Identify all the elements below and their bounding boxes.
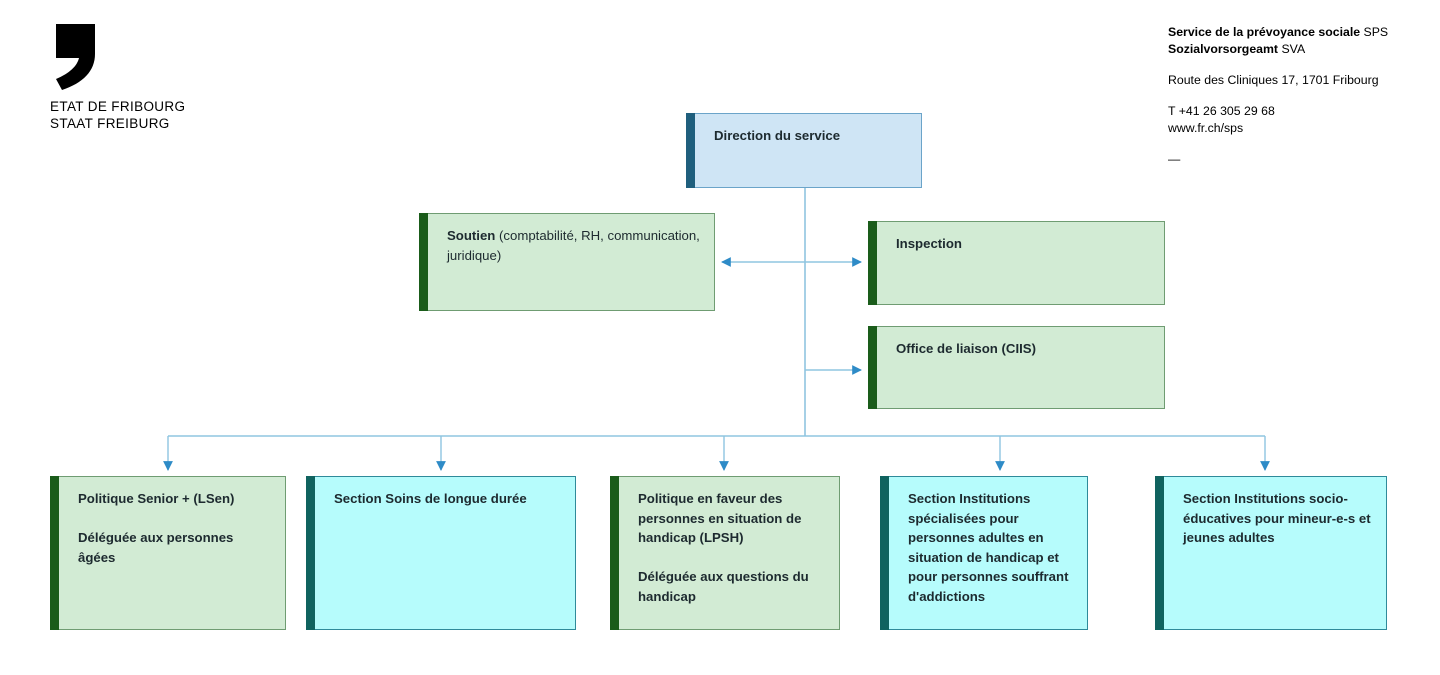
node-body (50, 476, 286, 630)
logo-line-de: STAAT FREIBURG (50, 115, 170, 131)
node-accent-bar (306, 476, 315, 630)
node-accent-bar (686, 113, 695, 188)
node-body (868, 221, 1165, 305)
node-accent-bar (868, 326, 877, 409)
service-address-group: Route des Cliniques 17, 1701 Fribourg (1168, 72, 1428, 89)
node-label: Politique Senior + (LSen) Déléguée aux p… (78, 491, 235, 565)
node-label: Soutien (comptabilité, RH, communication… (447, 226, 703, 265)
node-section-soins-longue-duree[interactable]: Section Soins de longue durée (306, 476, 576, 630)
service-contact-group: T +41 26 305 29 68 www.fr.ch/sps (1168, 103, 1428, 137)
service-name-fr-abbr: SPS (1360, 25, 1389, 39)
service-names: Service de la prévoyance sociale SPS Soz… (1168, 24, 1428, 58)
logo-line-fr: ETAT DE FRIBOURG (50, 99, 186, 114)
node-politique-senior[interactable]: Politique Senior + (LSen) Déléguée aux p… (50, 476, 286, 630)
node-body (868, 326, 1165, 409)
service-name-de-bold: Sozialvorsorgeamt (1168, 42, 1279, 56)
node-soutien[interactable]: Soutien (comptabilité, RH, communication… (419, 213, 715, 311)
node-label: Politique en faveur des personnes en sit… (638, 491, 809, 604)
node-accent-bar (880, 476, 889, 630)
node-institutions-specialisees[interactable]: Section Institutions spécialisées pour p… (880, 476, 1088, 630)
node-label: Section Institutions spécialisées pour p… (908, 491, 1069, 604)
node-body (880, 476, 1088, 630)
node-label: Section Soins de longue durée (334, 491, 527, 506)
node-body (419, 213, 715, 311)
node-accent-bar (1155, 476, 1164, 630)
node-accent-bar (868, 221, 877, 305)
service-contact-header: Service de la prévoyance sociale SPS Soz… (1168, 24, 1428, 168)
service-name-fr: Service de la prévoyance sociale SPS (1168, 24, 1428, 41)
node-label: Office de liaison (CIIS) (896, 341, 1036, 356)
service-phone: T +41 26 305 29 68 (1168, 104, 1275, 118)
node-inspection[interactable]: Inspection (868, 221, 1165, 305)
comma-mark-icon (56, 24, 95, 90)
node-office-de-liaison[interactable]: Office de liaison (CIIS) (868, 326, 1165, 409)
service-address: Route des Cliniques 17, 1701 Fribourg (1168, 73, 1379, 87)
node-direction-du-service[interactable]: Direction du service (686, 113, 922, 188)
node-accent-bar (610, 476, 619, 630)
node-accent-bar (50, 476, 59, 630)
logo-wordmark: ETAT DE FRIBOURG STAAT FREIBURG (50, 99, 270, 132)
node-label: Section Institutions socio-éducatives po… (1183, 491, 1371, 545)
node-label-detail: (comptabilité, RH, communication, juridi… (447, 228, 700, 263)
service-name-de-abbr: SVA (1278, 42, 1306, 56)
node-body (610, 476, 840, 630)
node-institutions-socio-educatives[interactable]: Section Institutions socio-éducatives po… (1155, 476, 1387, 630)
node-politique-handicap[interactable]: Politique en faveur des personnes en sit… (610, 476, 840, 630)
node-label-bold: Soutien (447, 228, 496, 243)
node-label: Inspection (896, 236, 962, 251)
service-name-de: Sozialvorsorgeamt SVA (1168, 41, 1428, 58)
header-divider-dash: — (1168, 152, 1181, 166)
node-body (686, 113, 922, 188)
service-name-fr-bold: Service de la prévoyance sociale (1168, 25, 1361, 39)
node-accent-bar (419, 213, 428, 311)
node-body (306, 476, 576, 630)
etat-de-fribourg-logo: ETAT DE FRIBOURG STAAT FREIBURG (50, 24, 270, 132)
service-website[interactable]: www.fr.ch/sps (1168, 121, 1244, 135)
node-label: Direction du service (714, 128, 841, 143)
node-body (1155, 476, 1387, 630)
